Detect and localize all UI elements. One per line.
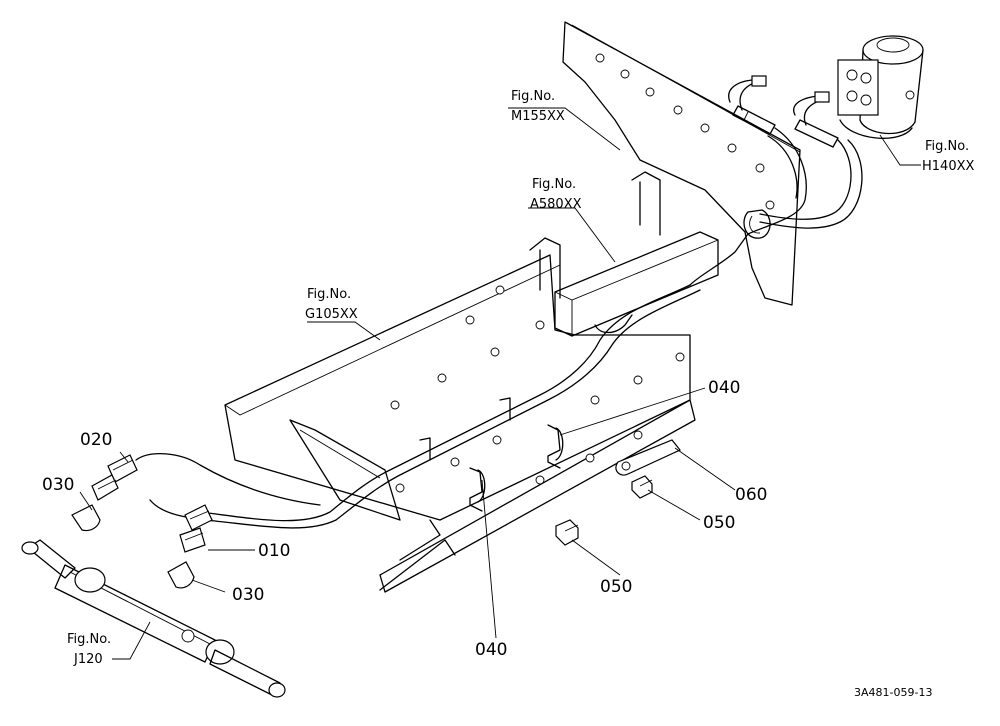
part-label-010: 010 — [258, 541, 290, 561]
bolt-050-right — [631, 475, 653, 499]
part-label-020: 020 — [80, 430, 112, 450]
clamp-040-upper — [547, 424, 564, 469]
fig-g105-line2: G105XX — [305, 307, 358, 322]
fig-m155-line1: Fig.No. — [511, 89, 555, 104]
steering-cylinder — [21, 539, 286, 698]
figure-reference-g105: Fig.No. G105XX — [305, 287, 358, 322]
steering-pipes — [135, 284, 701, 529]
figure-reference-j120: Fig.No. J120 — [67, 632, 111, 667]
fig-m155-line2: M155XX — [511, 109, 565, 124]
figure-reference-m155: Fig.No. M155XX — [511, 89, 565, 124]
elbow-030 — [71, 504, 195, 589]
part-label-030-left: 030 — [42, 475, 74, 495]
part-label-040-lower: 040 — [475, 640, 507, 660]
bolt-050-center — [555, 519, 579, 546]
part-label-050-center: 050 — [600, 577, 632, 597]
fig-j120-line2: J120 — [73, 652, 103, 667]
figure-reference-h140: Fig.No. H140XX — [922, 139, 974, 174]
part-label-050-right: 050 — [703, 513, 735, 533]
drawing-code: 3A481-059-13 — [854, 686, 932, 699]
main-frame — [224, 254, 696, 593]
fig-h140-line1: Fig.No. — [925, 139, 969, 154]
fig-a580-line1: Fig.No. — [532, 177, 576, 192]
part-label-040-upper: 040 — [708, 378, 740, 398]
leader-lines — [79, 107, 921, 660]
fitting-020 — [91, 454, 138, 501]
clamp-040-lower — [469, 467, 486, 512]
fig-g105-line1: Fig.No. — [307, 287, 351, 302]
steering-unit — [837, 35, 924, 139]
mounting-plate — [562, 21, 801, 306]
fitting-010 — [179, 504, 213, 553]
part-label-030-right: 030 — [232, 585, 264, 605]
part-label-060: 060 — [735, 485, 767, 505]
stay-060 — [615, 439, 681, 476]
fig-j120-line1: Fig.No. — [67, 632, 111, 647]
fig-h140-line2: H140XX — [922, 159, 974, 174]
fig-a580-line2: A580XX — [530, 197, 582, 212]
figure-reference-a580: Fig.No. A580XX — [530, 177, 582, 212]
upper-hoses — [689, 75, 863, 286]
